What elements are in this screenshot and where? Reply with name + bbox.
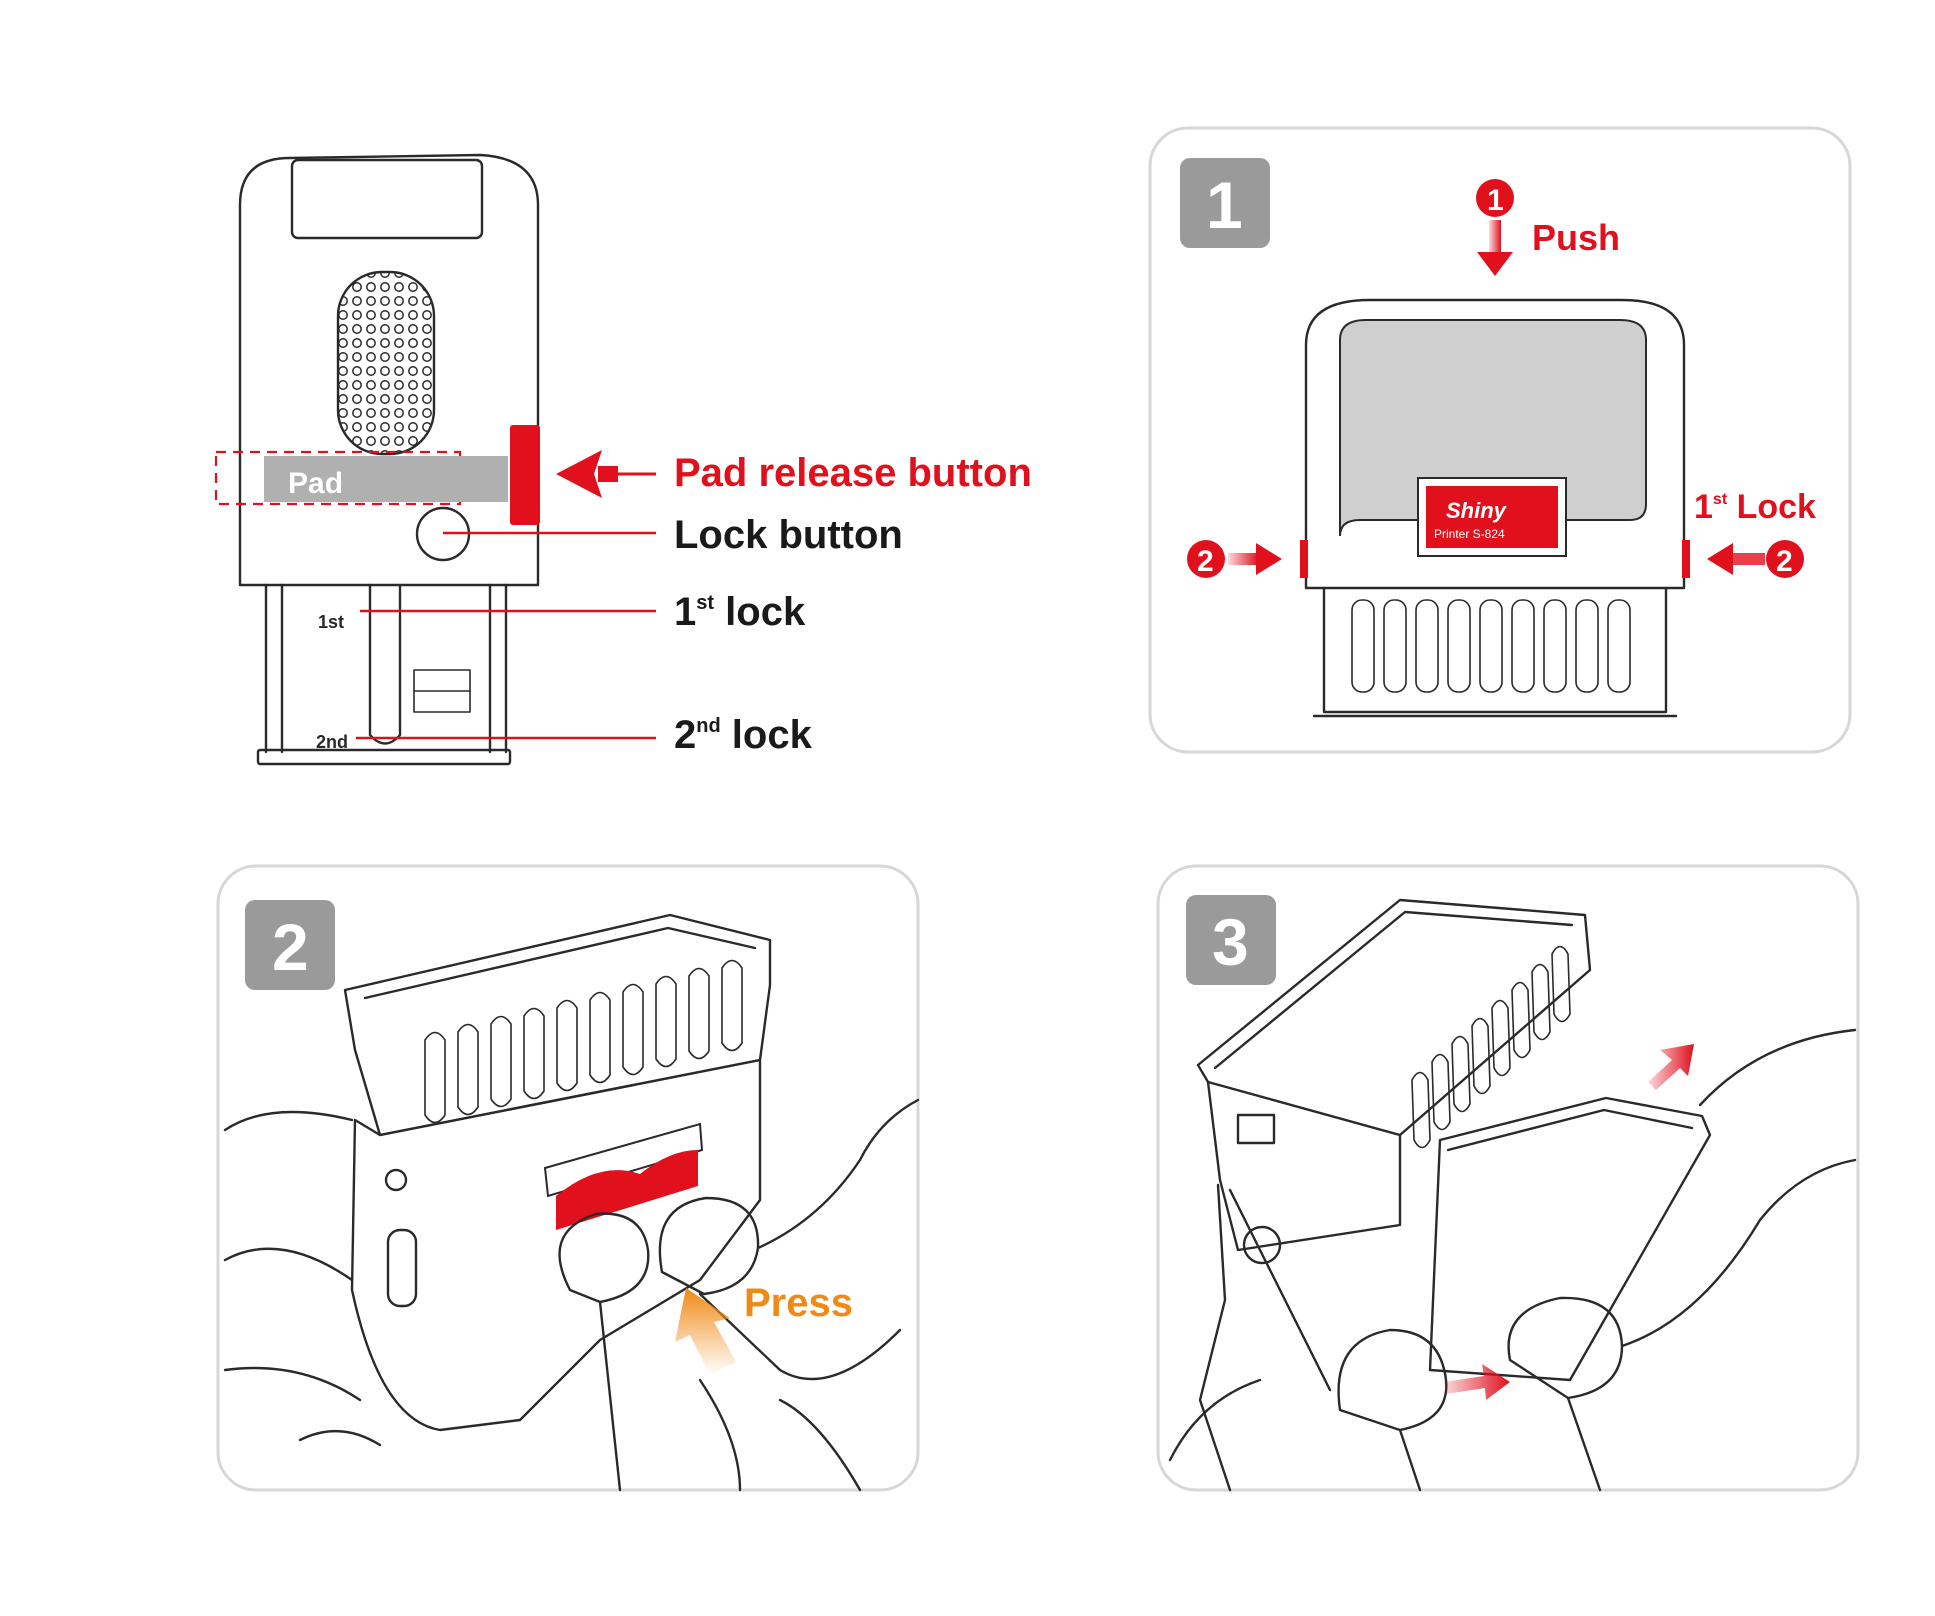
pad [264, 456, 508, 502]
stamp1-slots [1351, 599, 1631, 693]
stamp3-body [1198, 1183, 1332, 1492]
left-side-arrow-head [1256, 543, 1282, 575]
lock-mark-1: 1st [318, 612, 344, 632]
stamp-body [238, 153, 540, 587]
push-arrow-shaft [1489, 220, 1501, 254]
step1-badge [1180, 158, 1270, 248]
stamp-top-window [290, 158, 484, 240]
lock-mark-2: 2nd [316, 732, 348, 752]
stamp3-lock-hole [1242, 1225, 1282, 1265]
push-marker-number: 1 [1487, 184, 1504, 217]
right-side-arrow-head [1707, 543, 1733, 575]
pad-extended-outline [214, 450, 462, 506]
stamp3-pad [1428, 1096, 1712, 1382]
stamp2-body [350, 1058, 762, 1432]
right-hand-thumb-1 [558, 1212, 650, 1304]
step2-panel: 2 Press [216, 864, 920, 1492]
step1-lock-label: 1st Lock [1694, 488, 1816, 526]
step2-badge-number: 2 [272, 910, 309, 984]
stamp3-slots [1411, 945, 1571, 1149]
push-marker-circle [1476, 179, 1514, 217]
first-lock-label: 1st lock [674, 590, 806, 634]
step3-panel: 3 [1156, 864, 1860, 1492]
overview-panel: Pad 1st 2nd Pad release button Lock butt… [214, 153, 1032, 766]
left-side-arrow-shaft [1228, 553, 1258, 565]
grip-texture [336, 270, 436, 456]
right-side-arrow-shaft [1731, 553, 1765, 565]
right-side-marker-circle [1766, 540, 1804, 578]
stamp3-thumb-left [1337, 1328, 1448, 1432]
stamp3-thumb-right [1507, 1296, 1624, 1400]
right-side-marker-number: 2 [1776, 545, 1793, 578]
stamp-base-plate [256, 748, 512, 766]
second-lock-label: 2nd lock [674, 713, 813, 757]
brand-model-text: Printer S-824 [1434, 527, 1505, 541]
stamp1-top-plate [1339, 319, 1647, 537]
stamp2-red-button [556, 1150, 698, 1230]
step3-badge [1186, 895, 1276, 985]
stamp1-lower-frame [1322, 586, 1668, 714]
stamp2-top-rim [343, 913, 772, 1137]
pad-release-arrow-icon [556, 450, 656, 498]
stamp3-hands [1168, 1028, 1857, 1492]
left-side-marker-number: 2 [1197, 545, 1214, 578]
brand-logo-text: Shiny [1446, 498, 1508, 523]
press-arrow-icon [675, 1288, 736, 1375]
stamp2-lock-hole [384, 1168, 408, 1192]
lock-button-label: Lock button [674, 513, 903, 557]
press-label: Press [744, 1281, 853, 1325]
stamp3-pad-inner [1446, 1108, 1694, 1152]
left-hand [223, 1110, 382, 1447]
left-side-marker-circle [1187, 540, 1225, 578]
stamp-lower-frame [264, 583, 508, 754]
step3-badge-number: 3 [1212, 905, 1249, 979]
stamp2-top-inner [363, 926, 757, 1000]
step1-panel: 1 1 Push Shiny Printer S-824 2 2 1st Loc [1148, 126, 1852, 754]
left-lock-indicator [1300, 540, 1308, 578]
pad-label: Pad [288, 467, 343, 500]
stamp2-slots [424, 959, 743, 1124]
right-lock-indicator [1682, 540, 1690, 578]
brand-label [1426, 486, 1558, 548]
stamp1-body [1304, 298, 1686, 590]
right-hand-thumb-2 [658, 1196, 760, 1296]
stamp3-side-window [1236, 1113, 1276, 1145]
step1-badge-number: 1 [1206, 168, 1243, 242]
stamp2-side-window [386, 1228, 418, 1308]
step2-badge [245, 900, 335, 990]
push-arrow-head [1477, 252, 1513, 276]
stamp3-top-inner [1213, 910, 1574, 1070]
push-label: Push [1532, 217, 1620, 258]
index-slot [368, 583, 402, 745]
right-hand [598, 1098, 920, 1492]
step3-frame [1156, 864, 1860, 1492]
pad-slide-arrow-icon [1648, 1044, 1694, 1090]
stamp3-side [1206, 1080, 1402, 1252]
pad-release-label: Pad release button [674, 451, 1032, 495]
push-out-arrow-icon [1444, 1364, 1510, 1400]
pad-release-button [510, 425, 540, 525]
